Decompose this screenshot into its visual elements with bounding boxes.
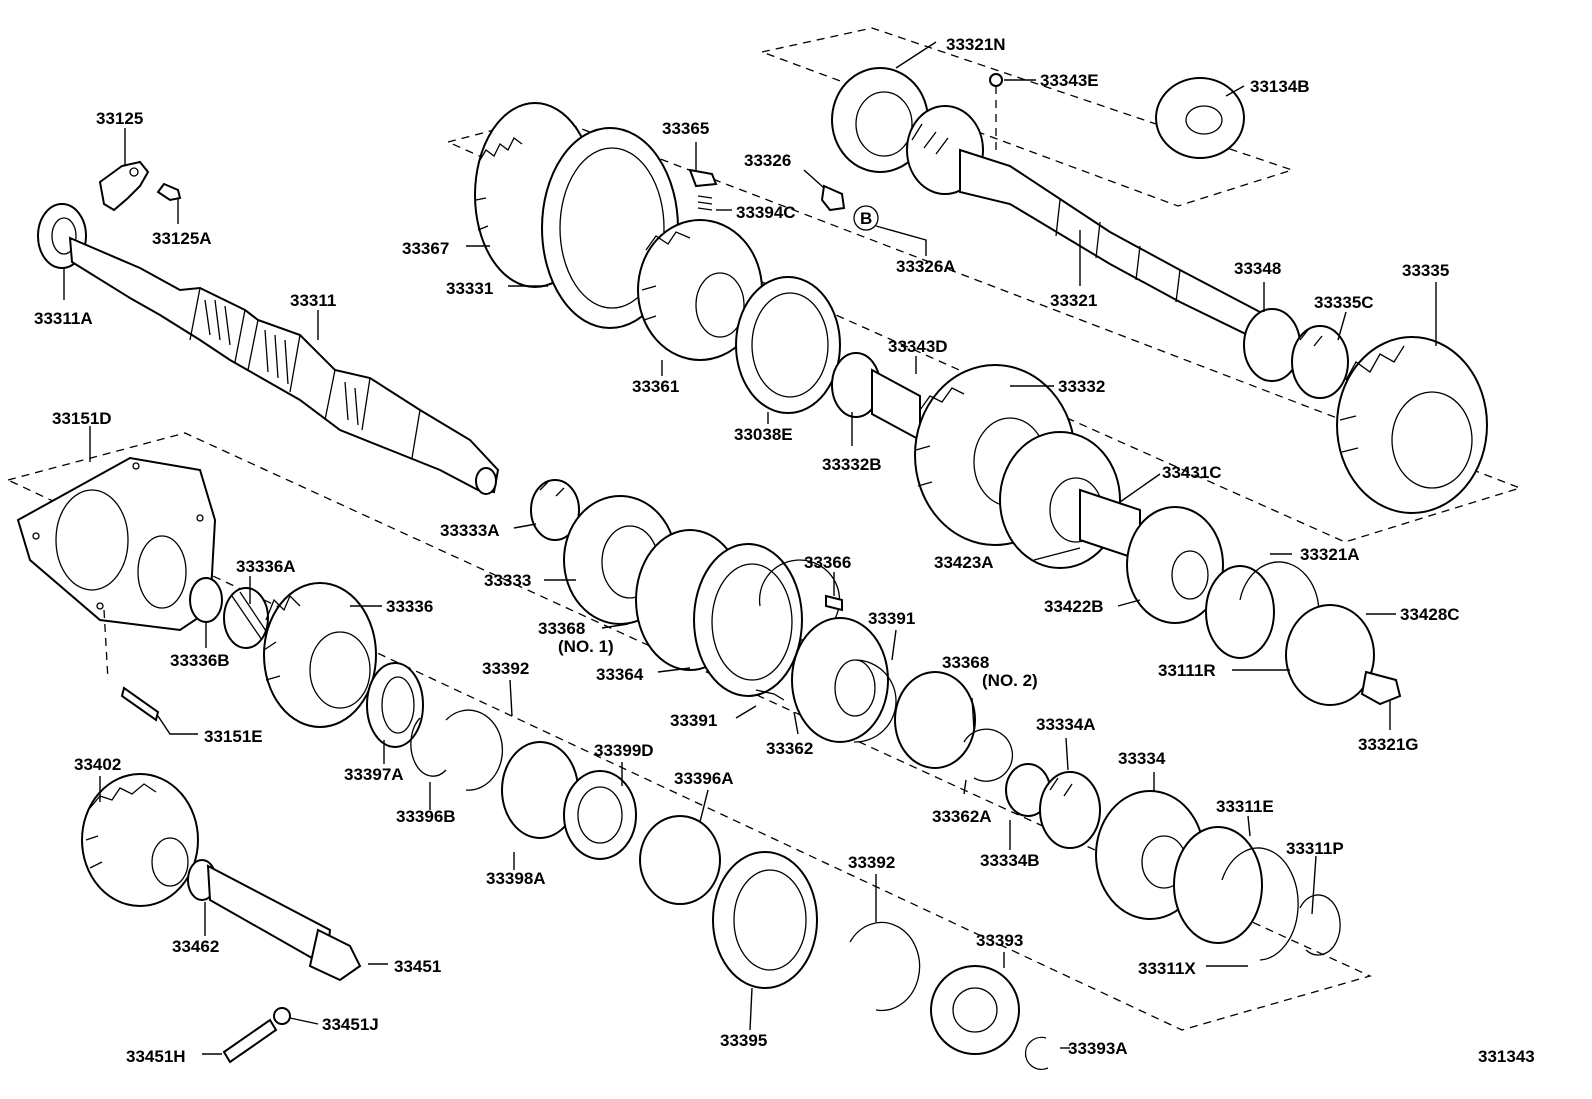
circle-reference-b: B — [860, 209, 872, 228]
gasket-33151d — [16, 456, 217, 722]
part-label-33397a: 33397A — [344, 765, 404, 784]
part-label-33431c: 33431C — [1162, 463, 1222, 482]
part-label-33125: 33125 — [96, 109, 143, 128]
part-label-33392-lower: 33392 — [848, 853, 895, 872]
part-label-33311p: 33311P — [1286, 839, 1344, 858]
part-label-33393: 33393 — [976, 931, 1023, 950]
part-label-33368-no2: 33368 — [942, 653, 989, 672]
part-label-33336b: 33336B — [170, 651, 230, 670]
part-label-33343d: 33343D — [888, 337, 948, 356]
part-label-33348: 33348 — [1234, 259, 1281, 278]
part-label-33393a: 33393A — [1068, 1039, 1128, 1058]
part-label-33321a: 33321A — [1300, 545, 1360, 564]
part-label-33392-upper: 33392 — [482, 659, 529, 678]
part-label-33334b: 33334B — [980, 851, 1040, 870]
part-label-33335c: 33335C — [1314, 293, 1374, 312]
part-label-33151e: 33151E — [204, 727, 263, 746]
counter-shaft-33321 — [831, 67, 1262, 340]
part-label-33451: 33451 — [394, 957, 441, 976]
part-label-33395: 33395 — [720, 1031, 767, 1050]
input-shaft-33311 — [37, 203, 500, 495]
part-label-33332: 33332 — [1058, 377, 1105, 396]
part-label-33321: 33321 — [1050, 291, 1097, 310]
part-label-33365: 33365 — [662, 119, 709, 138]
part-label-33311: 33311 — [290, 291, 336, 310]
part-label-33326: 33326 — [744, 151, 791, 170]
part-label-33361: 33361 — [632, 377, 679, 396]
part-label-33334a: 33334A — [1036, 715, 1096, 734]
part-label-33311e: 33311E — [1216, 797, 1274, 816]
lower-synchro-parts — [445, 709, 1049, 1071]
part-label-33399d: 33399D — [594, 741, 654, 760]
part-label-33326a: 33326A — [896, 257, 956, 276]
gear-33333-synchro — [530, 479, 1014, 782]
part-number-labels: 33125 33125A 33311A 33311 33151D 33336A … — [34, 35, 1535, 1066]
part-label-33462: 33462 — [172, 937, 219, 956]
part-label-33311x: 33311X — [1138, 959, 1196, 978]
part-label-33333a: 33333A — [440, 521, 500, 540]
part-label-33428c: 33428C — [1400, 605, 1460, 624]
diagram-id: 331343 — [1478, 1047, 1535, 1066]
part-label-33336: 33336 — [386, 597, 433, 616]
part-label-33336a: 33336A — [236, 557, 296, 576]
part-label-33321g: 33321G — [1358, 735, 1419, 754]
part-label-33333: 33333 — [484, 571, 531, 590]
lever-bracket-33125 — [98, 160, 182, 212]
part-label-33151d: 33151D — [52, 409, 112, 428]
part-label-33391-lower: 33391 — [670, 711, 717, 730]
reverse-idler-33402 — [81, 773, 362, 1064]
part-label-33391-upper: 33391 — [868, 609, 915, 628]
gear-33335 — [1243, 308, 1488, 514]
part-label-33451j: 33451J — [322, 1015, 379, 1034]
gear-33334 — [1005, 763, 1341, 961]
part-label-33343e: 33343E — [1040, 71, 1099, 90]
part-label-33394c: 33394C — [736, 203, 796, 222]
part-label-33332b: 33332B — [822, 455, 882, 474]
part-label-33367: 33367 — [402, 239, 449, 258]
part-label-33311a: 33311A — [34, 309, 93, 328]
part-label-33125a: 33125A — [152, 229, 212, 248]
part-label-33331: 33331 — [446, 279, 493, 298]
part-label-33366: 33366 — [804, 553, 851, 572]
part-label-33362a: 33362A — [932, 807, 992, 826]
part-label-33368-no1: 33368 — [538, 619, 585, 638]
part-label-33334: 33334 — [1118, 749, 1166, 768]
part-label-33423a: 33423A — [934, 553, 994, 572]
part-label-33396b: 33396B — [396, 807, 456, 826]
part-label-33111r: 33111R — [1158, 661, 1216, 680]
part-label-33134b: 33134B — [1250, 77, 1310, 96]
synchro-33331-33367 — [474, 102, 879, 414]
part-label-33422b: 33422B — [1044, 597, 1104, 616]
part-label-33362: 33362 — [766, 739, 813, 758]
gear-33336 — [189, 577, 447, 777]
part-label-33321n: 33321N — [946, 35, 1006, 54]
part-label-33368-no1-sub: (NO. 1) — [558, 637, 614, 656]
gear-33332 — [831, 352, 1402, 706]
part-label-33038e: 33038E — [734, 425, 793, 444]
leader-lines — [63, 41, 1437, 1055]
part-label-33335: 33335 — [1402, 261, 1449, 280]
part-label-33368-no2-sub: (NO. 2) — [982, 671, 1038, 690]
part-label-33451h: 33451H — [126, 1047, 186, 1066]
part-label-33402: 33402 — [74, 755, 121, 774]
part-label-33364: 33364 — [596, 665, 644, 684]
part-label-33396a: 33396A — [674, 769, 734, 788]
part-label-33398a: 33398A — [486, 869, 546, 888]
